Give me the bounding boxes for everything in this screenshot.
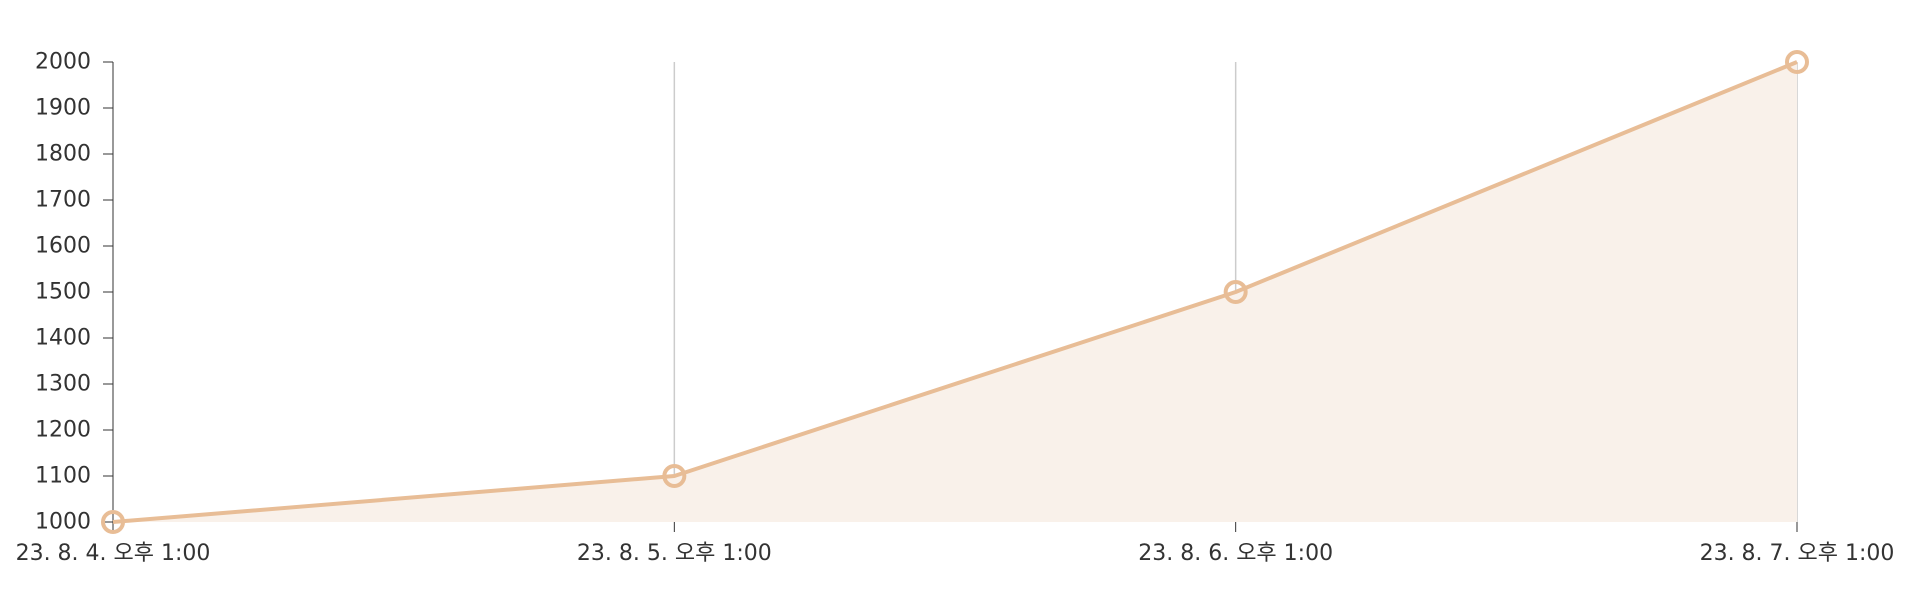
- data-point[interactable]: [662, 464, 687, 488]
- y-tick-label: 1100: [35, 464, 91, 489]
- x-tick-label: 23. 8. 6. 오후 1:00: [1138, 541, 1333, 566]
- y-tick-label: 1300: [35, 372, 91, 397]
- y-tick-label: 1200: [35, 418, 91, 443]
- y-tick-label: 1000: [35, 510, 91, 535]
- x-tick-label: 23. 8. 4. 오후 1:00: [16, 541, 211, 566]
- data-point-markers: [101, 50, 1809, 534]
- area-fill: [113, 62, 1797, 522]
- x-tick-label: 23. 8. 7. 오후 1:00: [1700, 541, 1895, 566]
- y-tick-label: 1600: [35, 234, 91, 259]
- y-tick-label: 1800: [35, 142, 91, 167]
- data-point[interactable]: [101, 510, 125, 534]
- y-tick-label: 1400: [35, 326, 91, 351]
- y-axis: 1000 1100 1200 1300 1400 1500 1600 1700 1800 1900…: [35, 50, 114, 535]
- y-tick-label: 2000: [35, 50, 91, 75]
- x-tick-label: 23. 8. 5. 오후 1:00: [577, 541, 772, 566]
- y-tick-label: 1700: [35, 188, 91, 213]
- series-line: [112, 60, 1798, 524]
- data-point[interactable]: [1223, 280, 1248, 304]
- y-tick-label: 1900: [35, 96, 91, 121]
- x-axis: 23. 8. 4. 오후 1:00 23. 8. 5. 오후 1:00 23. 8.…: [16, 522, 1895, 566]
- data-point[interactable]: [1785, 50, 1809, 74]
- y-tick-label: 1500: [35, 280, 91, 305]
